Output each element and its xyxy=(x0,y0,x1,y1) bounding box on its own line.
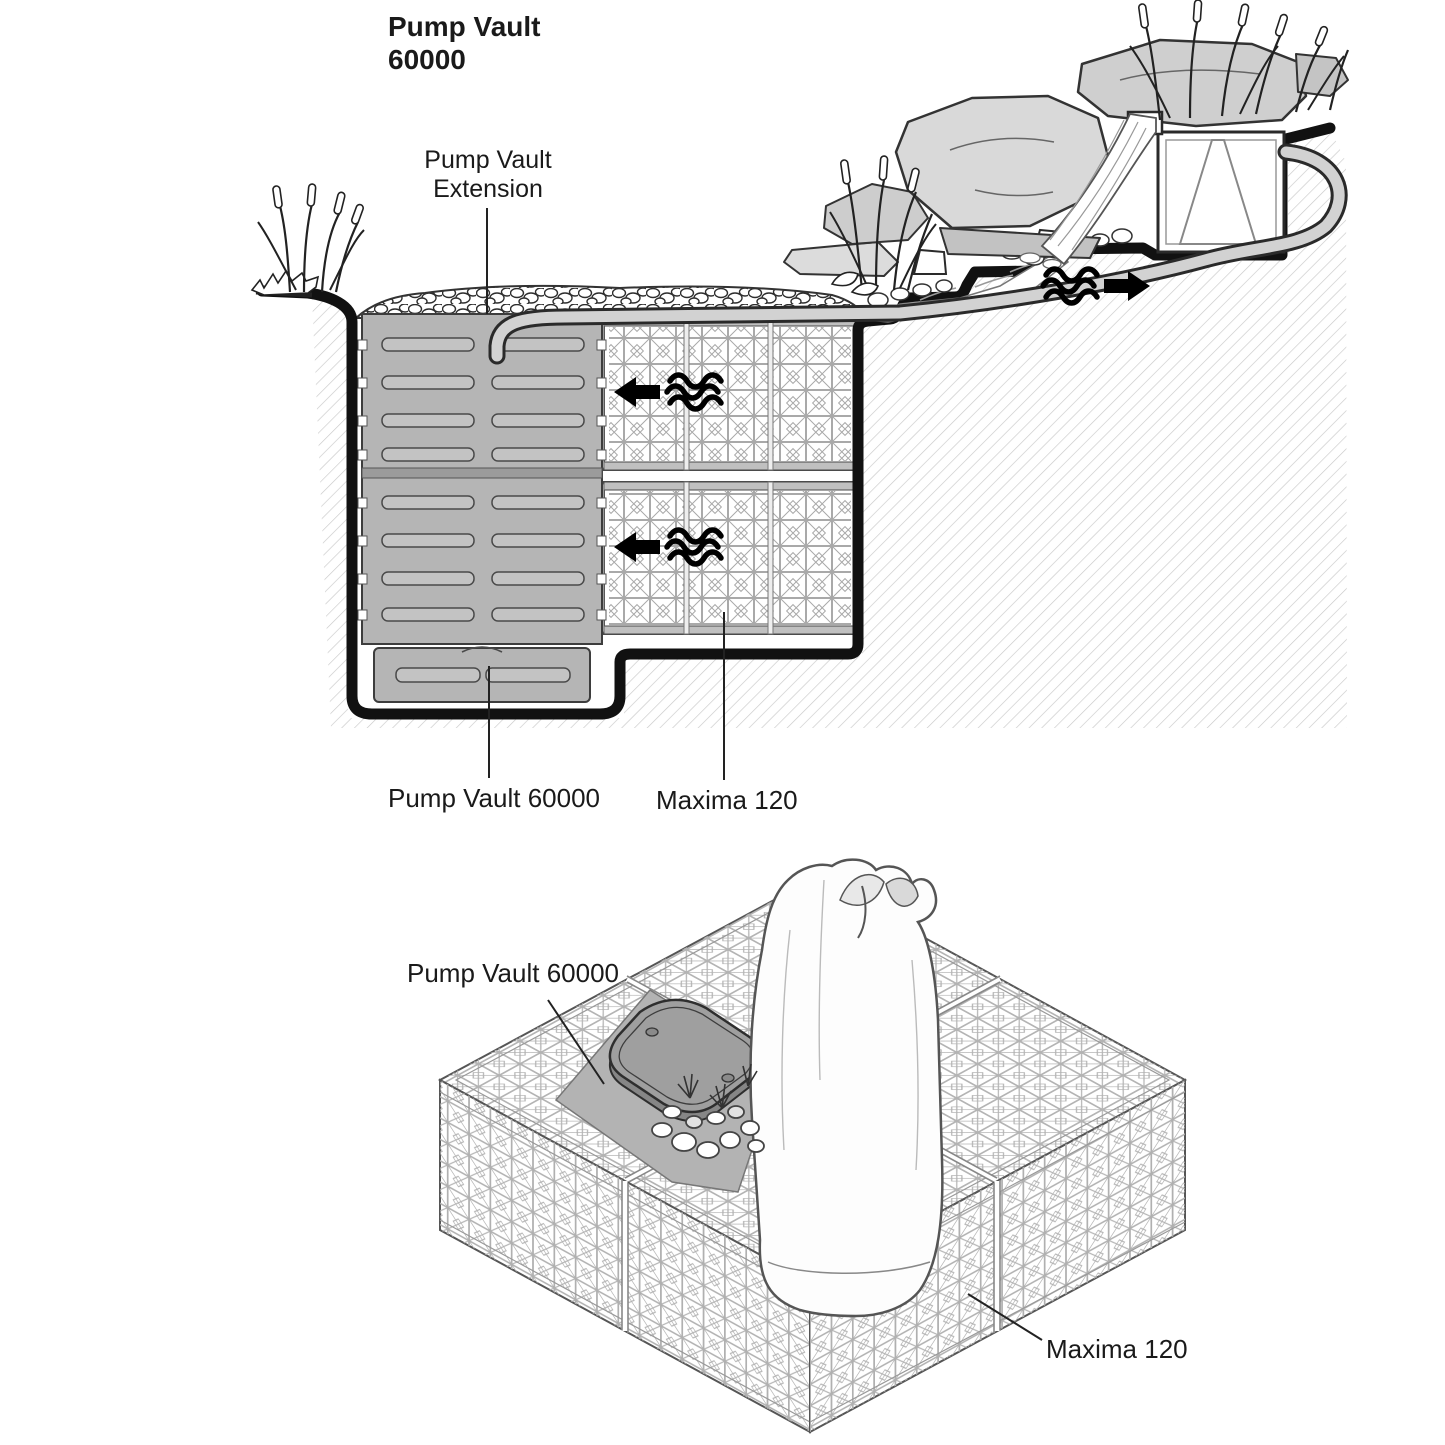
label-maxima-120-top: Maxima 120 xyxy=(656,785,798,815)
flow-right-icon xyxy=(1040,266,1150,306)
page-title: Pump Vault 60000 xyxy=(388,10,540,76)
label-pump-vault-60000-bottom: Pump Vault 60000 xyxy=(407,958,619,988)
waterfall xyxy=(1019,113,1157,270)
maxima-front-left-face xyxy=(439,1078,811,1434)
flow-left-icon xyxy=(614,372,724,412)
cattails-left xyxy=(250,183,365,298)
cattails-right xyxy=(1129,0,1350,121)
label-extension-line2: Extension xyxy=(433,175,543,203)
label-extension-line1: Pump Vault xyxy=(424,146,552,174)
cattails-mid xyxy=(829,155,937,296)
label-pump-vault-60000-top: Pump Vault 60000 xyxy=(388,783,600,813)
page-title-line1: Pump Vault xyxy=(388,11,541,42)
waterfall-spillway-box xyxy=(1126,110,1286,254)
maxima-block-row-bottom xyxy=(603,481,857,635)
label-maxima-120-bottom: Maxima 120 xyxy=(1046,1334,1188,1364)
label-pump-vault-extension: Pump Vault Extension xyxy=(398,146,578,204)
cross-section-illustration xyxy=(250,0,1350,780)
plant-tufts xyxy=(677,1063,758,1109)
isometric-illustration xyxy=(437,858,1188,1434)
vault-side-notches xyxy=(357,339,607,621)
rock-fountain xyxy=(749,858,944,1318)
page-title-line2: 60000 xyxy=(388,44,466,75)
pump-vault-body xyxy=(357,313,607,703)
flow-left-icon xyxy=(614,527,724,567)
leader-lines-bottom xyxy=(547,999,1043,1341)
pond-liner xyxy=(256,122,1336,720)
discharge-pipe xyxy=(488,143,1348,365)
vault-louvers xyxy=(381,337,585,683)
pebbles xyxy=(651,1105,765,1159)
leader-lines-top xyxy=(486,208,725,780)
